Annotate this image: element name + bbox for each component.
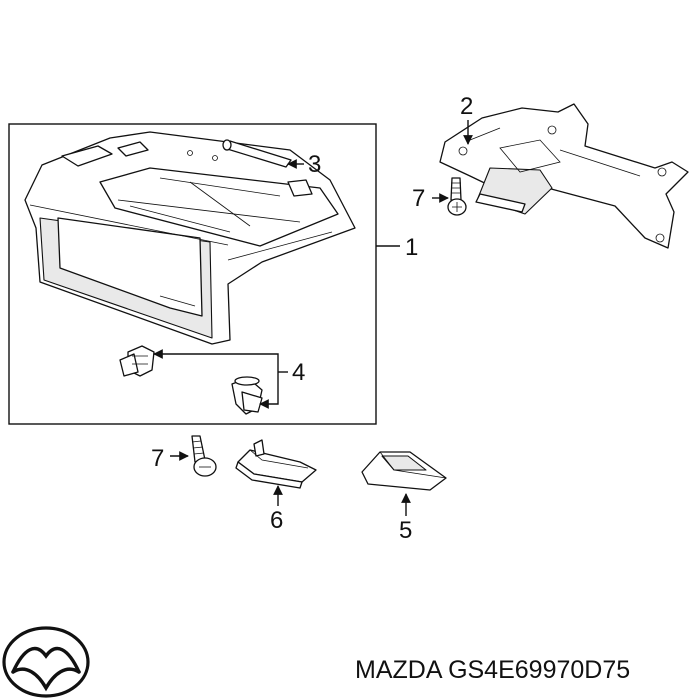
callout-7-lower: 7 xyxy=(151,445,164,472)
mazda-logo-icon xyxy=(2,626,90,698)
clip-upper-part[interactable] xyxy=(119,345,155,377)
part-number-caption: MAZDA GS4E69970D75 xyxy=(355,656,630,684)
leader-4 xyxy=(153,349,279,409)
console-housing-part[interactable] xyxy=(24,131,356,345)
callout-6: 6 xyxy=(270,507,283,534)
mounting-bracket-part[interactable] xyxy=(439,103,689,249)
callout-1: 1 xyxy=(405,234,418,261)
screw-upper-part[interactable] xyxy=(447,177,467,216)
clip-lower-part[interactable] xyxy=(231,376,263,415)
callout-5: 5 xyxy=(399,517,412,544)
callout-7-upper: 7 xyxy=(412,185,425,212)
assembly-frame xyxy=(8,123,377,425)
cover-part-6[interactable] xyxy=(235,439,317,489)
callout-2: 2 xyxy=(460,93,473,120)
callout-4: 4 xyxy=(292,359,305,386)
callout-3: 3 xyxy=(308,151,321,178)
screw-lower-part[interactable] xyxy=(191,435,217,477)
lens-part-5[interactable] xyxy=(361,451,447,491)
